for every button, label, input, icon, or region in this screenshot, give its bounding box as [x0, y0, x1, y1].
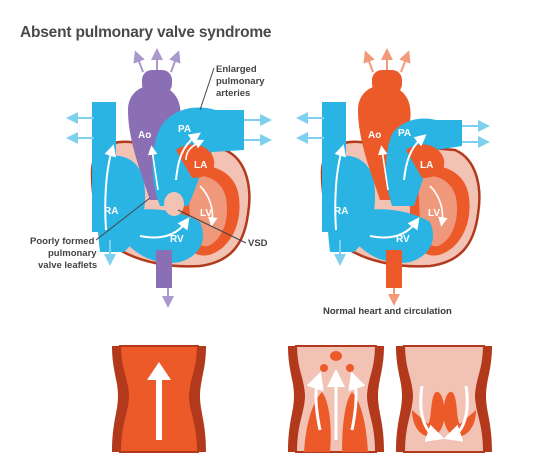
leaflets-text-3: valve leaflets — [38, 260, 97, 271]
inferior-vena-cava — [156, 250, 172, 288]
leaflets-text-2: pulmonary — [48, 248, 97, 259]
figure-title: Absent pulmonary valve syndrome — [20, 24, 272, 41]
annotation-leaflets: Poorly formed pulmonary valve leaflets — [30, 197, 151, 271]
leader-line — [177, 209, 247, 244]
label-la-left: LA — [194, 160, 207, 171]
vessel-forward-flow — [112, 345, 206, 453]
heart-normal: Ao PA LA RA LV RV — [296, 48, 490, 306]
vsd-text: VSD — [248, 238, 268, 249]
label-lv-left: LV — [200, 208, 212, 219]
up-arrow-icon — [147, 362, 171, 380]
left-atrium — [176, 144, 215, 178]
enlarged-arteries-text-1: Enlarged — [216, 64, 257, 75]
label-ra-left: RA — [104, 206, 118, 217]
label-pa-right: PA — [398, 128, 411, 139]
left-atrium — [406, 144, 445, 178]
label-ao-left: Ao — [138, 130, 151, 141]
vessel-poor-leaflets — [288, 345, 384, 453]
leaflets-text-1: Poorly formed — [30, 236, 95, 247]
label-lv-right: LV — [428, 208, 440, 219]
enlarged-arteries-text-2: pulmonary — [216, 76, 265, 87]
enlarged-arteries-text-3: arteries — [216, 88, 250, 99]
leader-line — [95, 197, 151, 241]
label-pa-left: PA — [178, 124, 191, 135]
heart-abnormal: Ao PA LA RA LV RV — [66, 48, 272, 308]
leader-line — [199, 67, 215, 111]
label-ra-right: RA — [334, 206, 348, 217]
normal-caption: Normal heart and circulation — [323, 306, 452, 317]
annotation-vsd: VSD — [177, 209, 268, 249]
label-rv-right: RV — [396, 234, 410, 245]
label-la-right: LA — [420, 160, 433, 171]
vsd-opening — [164, 192, 184, 216]
label-ao-right: Ao — [368, 130, 381, 141]
label-rv-left: RV — [170, 234, 184, 245]
descending-aorta — [386, 250, 402, 288]
annotation-enlarged-arteries: Enlarged pulmonary arteries — [199, 64, 265, 111]
vessel-normal-valve — [396, 345, 492, 453]
